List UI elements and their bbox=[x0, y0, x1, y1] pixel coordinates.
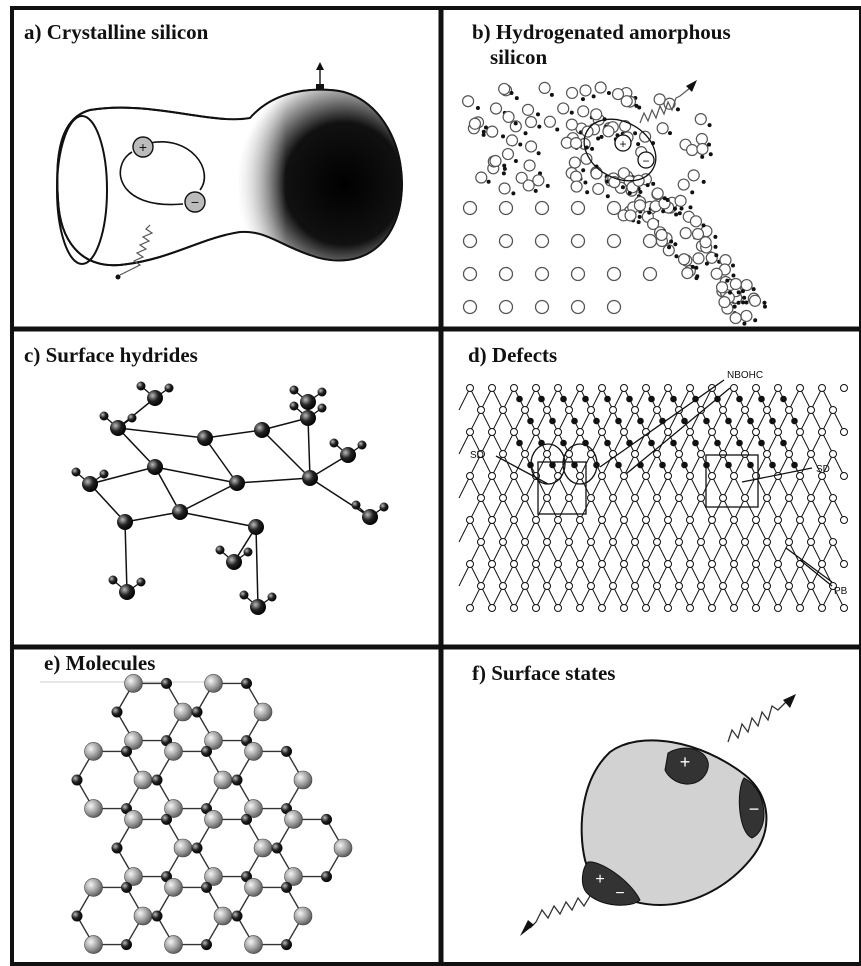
panel-b-title-line1: b) Hydrogenated amorphous bbox=[472, 20, 731, 44]
panel-b: b) Hydrogenated amorphous silicon + − bbox=[461, 20, 767, 326]
hydride-network bbox=[71, 381, 389, 615]
hole-symbol: + bbox=[139, 139, 147, 155]
surface-electron-right-symbol: − bbox=[749, 799, 760, 819]
panel-a-title: a) Crystalline silicon bbox=[24, 20, 209, 44]
exciton-ellipse-b bbox=[583, 118, 657, 182]
photon-wave-f-top bbox=[727, 699, 789, 743]
photon-tip-a bbox=[115, 274, 121, 280]
photon-wave-a bbox=[119, 224, 154, 276]
surface-pair-electron-symbol: − bbox=[615, 885, 624, 902]
surface-hole-top: + bbox=[664, 747, 709, 785]
hole-charge-b: + bbox=[614, 134, 632, 152]
photon-arrowhead-f-top bbox=[783, 694, 796, 708]
hexagonal-molecule bbox=[71, 674, 353, 954]
surface-pair-hole-symbol: + bbox=[595, 871, 604, 888]
panel-e: e) Molecules bbox=[40, 651, 353, 954]
electron-charge: − bbox=[184, 191, 206, 213]
photon-arrowhead-f-bottom bbox=[520, 920, 534, 936]
panel-a: a) Crystalline silicon + − bbox=[24, 20, 403, 280]
panel-f: f) Surface states + − + − bbox=[472, 661, 796, 936]
sd-box-right bbox=[705, 454, 759, 508]
surface-state-particle bbox=[580, 739, 768, 907]
nanocrystal-blob bbox=[56, 88, 403, 270]
contact-tab bbox=[316, 84, 324, 90]
defect-annotations bbox=[495, 379, 833, 587]
hole-symbol-b: + bbox=[619, 137, 626, 151]
exciton-loop bbox=[119, 141, 206, 206]
photon-wave-b bbox=[639, 87, 691, 124]
grid-frame bbox=[10, 6, 861, 966]
panel-b-title-line2: silicon bbox=[490, 45, 547, 69]
photon-arrowhead-b bbox=[686, 80, 697, 92]
electron-symbol: − bbox=[191, 194, 199, 210]
surface-pair-bottom: + − bbox=[581, 861, 641, 906]
panel-d: d) Defects NBOHC SD SD PB bbox=[458, 343, 848, 612]
label-sd-right: SD bbox=[816, 464, 830, 475]
panel-e-title: e) Molecules bbox=[44, 651, 155, 675]
defect-lattice bbox=[458, 384, 848, 612]
electron-symbol-b: − bbox=[642, 154, 649, 168]
sd-box-left bbox=[537, 461, 587, 515]
label-sd-left: SD bbox=[470, 450, 484, 461]
amorphous-lattice bbox=[461, 81, 767, 326]
panel-f-title: f) Surface states bbox=[472, 661, 615, 685]
surface-hole-top-symbol: + bbox=[680, 752, 691, 772]
panel-c: c) Surface hydrides bbox=[24, 343, 389, 615]
panel-d-title: d) Defects bbox=[468, 343, 557, 367]
hole-charge: + bbox=[132, 136, 154, 158]
electron-charge-b: − bbox=[637, 151, 655, 169]
panel-c-title: c) Surface hydrides bbox=[24, 343, 198, 367]
label-nbohc: NBOHC bbox=[727, 370, 763, 381]
sd-circle-right bbox=[562, 443, 598, 485]
surface-electron-right: − bbox=[738, 777, 765, 839]
label-pb: PB bbox=[834, 586, 848, 597]
electron-escape-arrowhead bbox=[316, 62, 324, 70]
photon-wave-f-bottom bbox=[529, 895, 591, 929]
